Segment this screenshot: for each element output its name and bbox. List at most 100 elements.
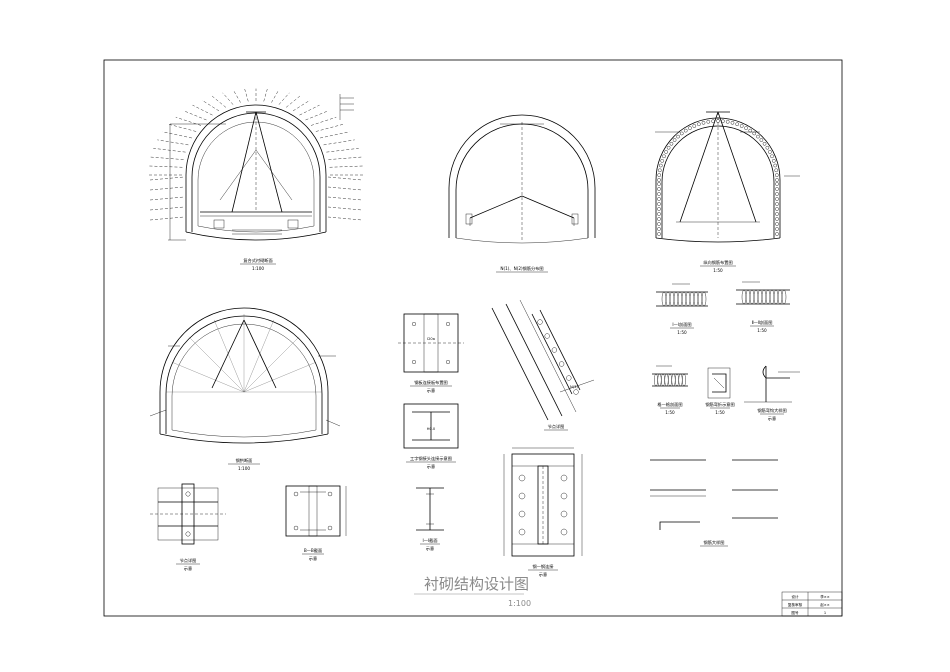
section-bb-caption: Ⅱ—Ⅱ剖面图 bbox=[752, 319, 773, 326]
rock-hatch-line bbox=[327, 186, 363, 191]
section-b-scale: 示意 bbox=[309, 555, 317, 561]
arch-radial-line bbox=[214, 319, 245, 393]
rebar-coil bbox=[668, 373, 672, 387]
rock-hatch-line bbox=[278, 92, 290, 105]
sheet-border bbox=[103, 59, 843, 617]
lattice-bead bbox=[756, 134, 760, 139]
title-block-label-1: 设计 bbox=[791, 594, 799, 599]
rock-hatch-line bbox=[149, 176, 185, 181]
lattice-bead bbox=[765, 145, 770, 150]
rebar-coil bbox=[678, 373, 683, 387]
plate-hole bbox=[518, 510, 526, 518]
arch-detail-bolts bbox=[537, 319, 579, 395]
lattice-bead bbox=[775, 202, 779, 206]
arch-bolt bbox=[551, 347, 558, 353]
sheet-title-scale: 1:100 bbox=[508, 599, 531, 608]
n-section-view: N(1)、N(2)钢筋分布图 bbox=[448, 114, 596, 273]
plate-hole bbox=[518, 492, 526, 500]
rebar-coil bbox=[665, 291, 671, 307]
plate-elevation-caption: 钢—钢连接 bbox=[533, 563, 555, 570]
rock-hatch-line bbox=[233, 90, 241, 103]
rebar-coil bbox=[671, 373, 676, 387]
rock-hatch-line bbox=[329, 165, 364, 168]
plate-hole bbox=[518, 528, 526, 536]
lattice-bead bbox=[676, 134, 680, 139]
steel-arch-view: 钢拱断面 1:100 bbox=[149, 307, 341, 471]
hook2-scale: 示意 bbox=[768, 415, 776, 421]
lattice-bead bbox=[697, 122, 701, 126]
rock-hatch-line bbox=[327, 206, 363, 211]
lattice-bead bbox=[657, 212, 661, 216]
plate-elevation-scale: 示意 bbox=[539, 571, 547, 577]
rebar-coil bbox=[673, 291, 679, 307]
plate-hole bbox=[518, 474, 526, 482]
section-aa-coils bbox=[661, 291, 707, 307]
lattice-bead bbox=[669, 141, 674, 146]
rebar-coil bbox=[675, 373, 679, 387]
lattice-bead bbox=[701, 121, 706, 125]
lattice-bead bbox=[775, 207, 779, 211]
i-beam-scale: 示意 bbox=[427, 463, 435, 469]
plate-hole bbox=[560, 510, 568, 518]
lattice-bead bbox=[772, 159, 776, 163]
rebar-coil bbox=[765, 289, 771, 305]
plate-layout-scale: 示意 bbox=[427, 387, 435, 393]
rock-hatch-line bbox=[323, 139, 355, 146]
composite-section-view: 复合式衬砌断面 1:100 bbox=[148, 88, 364, 271]
hook2-view: 钢筋弯钩大样图 示意 bbox=[744, 365, 800, 421]
rock-hatch-line bbox=[315, 124, 344, 132]
rock-hatch-line bbox=[192, 104, 213, 116]
arch-detail-view: N(3) 节点详图 bbox=[491, 299, 595, 431]
hook1-scale: 1:50 bbox=[715, 410, 725, 415]
rock-hatch-line bbox=[328, 156, 362, 160]
rock-hatch-line bbox=[320, 131, 350, 139]
section-cc-coils bbox=[654, 373, 686, 387]
lattice-bead bbox=[664, 150, 668, 154]
arch-detail-caption: 节点详图 bbox=[548, 423, 565, 430]
arch-radial-line bbox=[243, 319, 274, 393]
rebar-coil bbox=[689, 291, 695, 307]
section-bb-view: Ⅱ—Ⅱ剖面图 1:50 bbox=[736, 281, 790, 333]
rock-hatch-line bbox=[201, 100, 220, 112]
composite-section-scale: 1:100 bbox=[252, 266, 264, 271]
arch-bolt bbox=[537, 319, 543, 325]
lattice-bead bbox=[735, 122, 739, 126]
hook2-caption: 钢筋弯钩大样图 bbox=[757, 407, 786, 414]
rebar-coil bbox=[777, 289, 783, 305]
rebar-coil bbox=[677, 291, 683, 307]
rock-hatch-line bbox=[162, 131, 192, 139]
rock-hatch-line bbox=[299, 104, 320, 116]
lattice-layout-view: 纵向钢筋布置图 1:50 bbox=[655, 111, 800, 273]
lattice-bead bbox=[657, 178, 661, 182]
rock-hatch-line bbox=[150, 156, 184, 160]
rebar-coil bbox=[749, 289, 755, 305]
lattice-bead bbox=[775, 178, 779, 182]
rebar-coil bbox=[664, 373, 669, 387]
plate-hole bbox=[560, 492, 568, 500]
i-beam-label: H0.0 bbox=[427, 427, 436, 431]
arch-radial-lines bbox=[166, 314, 322, 393]
lattice-bead bbox=[775, 192, 779, 196]
rebar-coil bbox=[654, 373, 658, 387]
lattice-bead bbox=[759, 138, 764, 142]
lattice-bead bbox=[774, 168, 778, 173]
lattice-bead bbox=[657, 222, 661, 226]
lattice-bead bbox=[770, 154, 774, 159]
lattice-bead bbox=[657, 192, 661, 196]
rock-hatch-line bbox=[285, 95, 301, 108]
lattice-bead bbox=[666, 145, 671, 150]
lattice-bead bbox=[768, 150, 772, 154]
arch-bolt bbox=[544, 333, 550, 339]
rebar-coil bbox=[681, 291, 687, 307]
joint-detail-scale: 示意 bbox=[184, 565, 192, 571]
lattice-bead bbox=[660, 159, 664, 163]
plate-elevation-view: 钢—钢连接 示意 bbox=[503, 447, 583, 577]
arch-detail-label: N(3) bbox=[570, 385, 578, 389]
lattice-bead bbox=[657, 182, 661, 186]
joint-detail-caption: 节点详图 bbox=[180, 557, 197, 564]
lattice-bead bbox=[657, 197, 661, 201]
arch-radial-line bbox=[171, 362, 245, 393]
lattice-bead bbox=[657, 187, 661, 191]
lattice-bead bbox=[775, 187, 779, 191]
